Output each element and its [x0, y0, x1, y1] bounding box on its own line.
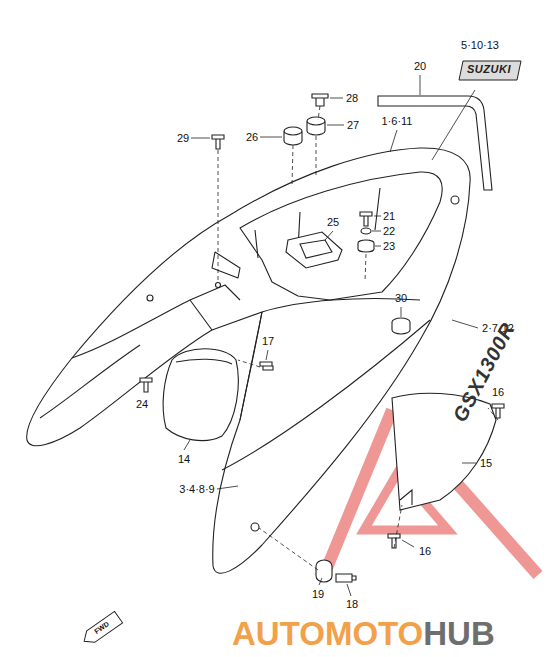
- callout-number: 25: [327, 216, 339, 229]
- callout-number: 16: [419, 545, 431, 558]
- model-decal: GSX1300R: [449, 319, 520, 426]
- callout-number: 24: [136, 398, 148, 411]
- callout-number: 26: [246, 131, 258, 144]
- callout-number: 15: [480, 457, 492, 470]
- callout-number: 28: [346, 92, 358, 105]
- grab-bar: [378, 96, 492, 190]
- direction-mark: FWD: [93, 620, 111, 636]
- callout-number: 27: [347, 119, 359, 132]
- watermark: AUTOMOTO: [232, 616, 423, 652]
- callout-number: 21: [383, 210, 395, 223]
- callout-number: 29: [177, 132, 189, 145]
- callout-number: 20: [414, 60, 426, 73]
- callout-number: 5·10·13: [461, 39, 499, 52]
- emblem-badge: SUZUKI: [458, 60, 522, 81]
- fwd-arrow: [80, 611, 122, 647]
- callout-number: 19: [312, 588, 324, 601]
- watermark: HUB: [423, 616, 495, 652]
- callout-number: 23: [383, 240, 395, 253]
- callout-number: 17: [262, 335, 274, 348]
- callout-number: 14: [178, 453, 190, 466]
- emblem-shape: [459, 61, 521, 80]
- assembly-lines: [218, 106, 498, 570]
- callout-number: 1·6·11: [382, 115, 413, 128]
- small-parts: [140, 94, 504, 582]
- callout-number: 30: [395, 292, 407, 305]
- callout-number: 22: [383, 225, 395, 238]
- callout-number: 3·4·8·9: [179, 483, 214, 496]
- callout-number: 18: [346, 598, 358, 611]
- emblem-text: SUZUKI: [458, 60, 522, 79]
- leader-lines: [184, 75, 478, 596]
- callout-number: 16: [492, 386, 504, 399]
